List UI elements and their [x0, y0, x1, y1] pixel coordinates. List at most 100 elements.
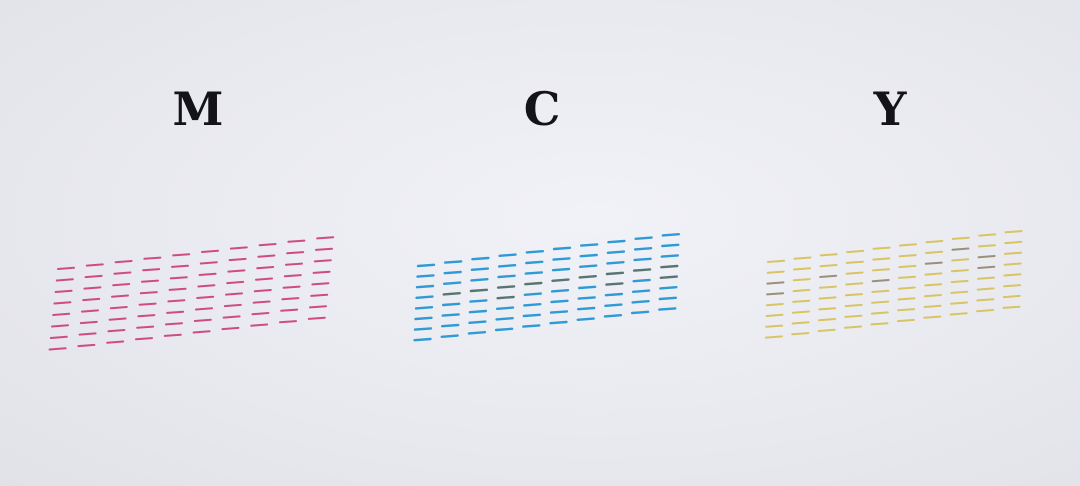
nozzle-dash	[141, 279, 159, 283]
nozzle-dash	[195, 307, 213, 311]
nozzle-dash	[579, 253, 598, 258]
nozzle-dash	[57, 266, 75, 270]
nozzle-dash	[280, 308, 299, 312]
nozzle-dash	[658, 307, 677, 311]
nozzle-dash	[108, 317, 127, 321]
nozzle-dash	[283, 274, 302, 278]
nozzle-dash	[228, 257, 247, 262]
nozzle-dash	[192, 330, 211, 334]
nozzle-dash	[414, 316, 433, 321]
nozzle-dash	[580, 243, 599, 247]
nozzle-dash	[229, 246, 248, 250]
nozzle-dash	[252, 300, 271, 304]
nozzle-dash	[1003, 262, 1022, 266]
nozzle-dash	[443, 281, 462, 285]
nozzle-dash	[766, 281, 785, 285]
nozzle-dash	[48, 347, 67, 351]
nozzle-dash	[258, 243, 277, 247]
nozzle-dash	[950, 269, 969, 273]
nozzle-dash	[819, 274, 838, 278]
nozzle-dash	[495, 317, 514, 321]
nozzle-dash	[78, 332, 97, 336]
nozzle-dash	[950, 279, 969, 284]
nozzle-dash	[845, 271, 864, 275]
nozzle-dash	[498, 253, 517, 258]
cyan-nozzle-pattern	[413, 232, 680, 342]
nozzle-dash	[551, 278, 570, 282]
nozzle-dash	[309, 305, 327, 309]
nozzle-dash	[51, 324, 69, 328]
nozzle-dash	[767, 259, 785, 263]
nozzle-dash	[77, 343, 96, 348]
yellow-nozzle-pattern	[764, 230, 1023, 339]
nozzle-dash	[285, 262, 303, 266]
nozzle-dash	[792, 299, 811, 303]
nozzle-dash	[549, 320, 568, 325]
nozzle-dash	[136, 325, 155, 329]
nozzle-dash	[441, 323, 460, 328]
nozzle-dash	[442, 302, 461, 307]
nozzle-dash	[818, 296, 837, 300]
nozzle-dash	[315, 247, 333, 251]
nozzle-dash	[949, 312, 968, 316]
nozzle-dash	[924, 272, 943, 276]
nozzle-dash	[606, 250, 626, 255]
nozzle-dash	[414, 306, 434, 310]
nozzle-dash	[976, 298, 995, 302]
nozzle-dash	[898, 275, 917, 279]
nozzle-dash	[766, 270, 785, 274]
nozzle-dash	[870, 322, 889, 326]
nozzle-dash	[765, 313, 784, 317]
nozzle-dash	[199, 261, 218, 265]
nozzle-dash	[198, 272, 217, 276]
nozzle-dash	[792, 278, 811, 282]
nozzle-dash	[49, 335, 68, 339]
nozzle-dash	[226, 280, 245, 285]
nozzle-dash	[524, 271, 543, 275]
nozzle-dash	[764, 335, 783, 339]
nozzle-dash	[523, 303, 542, 307]
nozzle-dash	[467, 331, 487, 335]
nozzle-dash	[165, 322, 183, 326]
nozzle-dash	[871, 289, 890, 293]
nozzle-dash	[222, 315, 241, 319]
nozzle-dash	[256, 266, 275, 270]
nozzle-dash	[552, 246, 572, 251]
nozzle-dash	[250, 323, 269, 327]
nozzle-dash	[870, 311, 889, 315]
nozzle-dash	[84, 274, 103, 279]
nozzle-dash	[163, 333, 182, 337]
nozzle-dash	[166, 310, 185, 314]
nozzle-dash	[977, 265, 996, 269]
nozzle-dash	[310, 293, 329, 297]
nozzle-dash	[631, 289, 651, 293]
nozzle-dash	[109, 306, 128, 310]
nozzle-dash	[897, 308, 916, 312]
nozzle-dash	[819, 253, 838, 257]
nozzle-dash	[135, 337, 153, 341]
nozzle-dash	[605, 282, 624, 286]
nozzle-dash	[819, 264, 838, 268]
nozzle-dash	[658, 296, 677, 301]
nozzle-dash	[251, 312, 270, 316]
nozzle-dash	[253, 289, 272, 293]
nozzle-dash	[844, 314, 863, 318]
nozzle-dash	[923, 304, 942, 308]
nozzle-dash	[659, 286, 678, 290]
nozzle-dash	[139, 291, 158, 295]
nozzle-dash	[497, 274, 516, 279]
nozzle-dash	[83, 286, 102, 290]
nozzle-dash	[793, 256, 812, 260]
nozzle-dash	[54, 289, 73, 293]
cyan-label: C	[523, 82, 561, 136]
nozzle-dash	[287, 239, 306, 243]
nozzle-dash	[468, 309, 488, 314]
magenta-label: M	[172, 82, 224, 136]
nozzle-dash	[227, 269, 246, 273]
nozzle-dash	[660, 254, 679, 258]
nozzle-dash	[495, 306, 515, 310]
nozzle-dash	[525, 249, 544, 254]
nozzle-dash	[844, 325, 863, 329]
nozzle-dash	[632, 278, 651, 283]
